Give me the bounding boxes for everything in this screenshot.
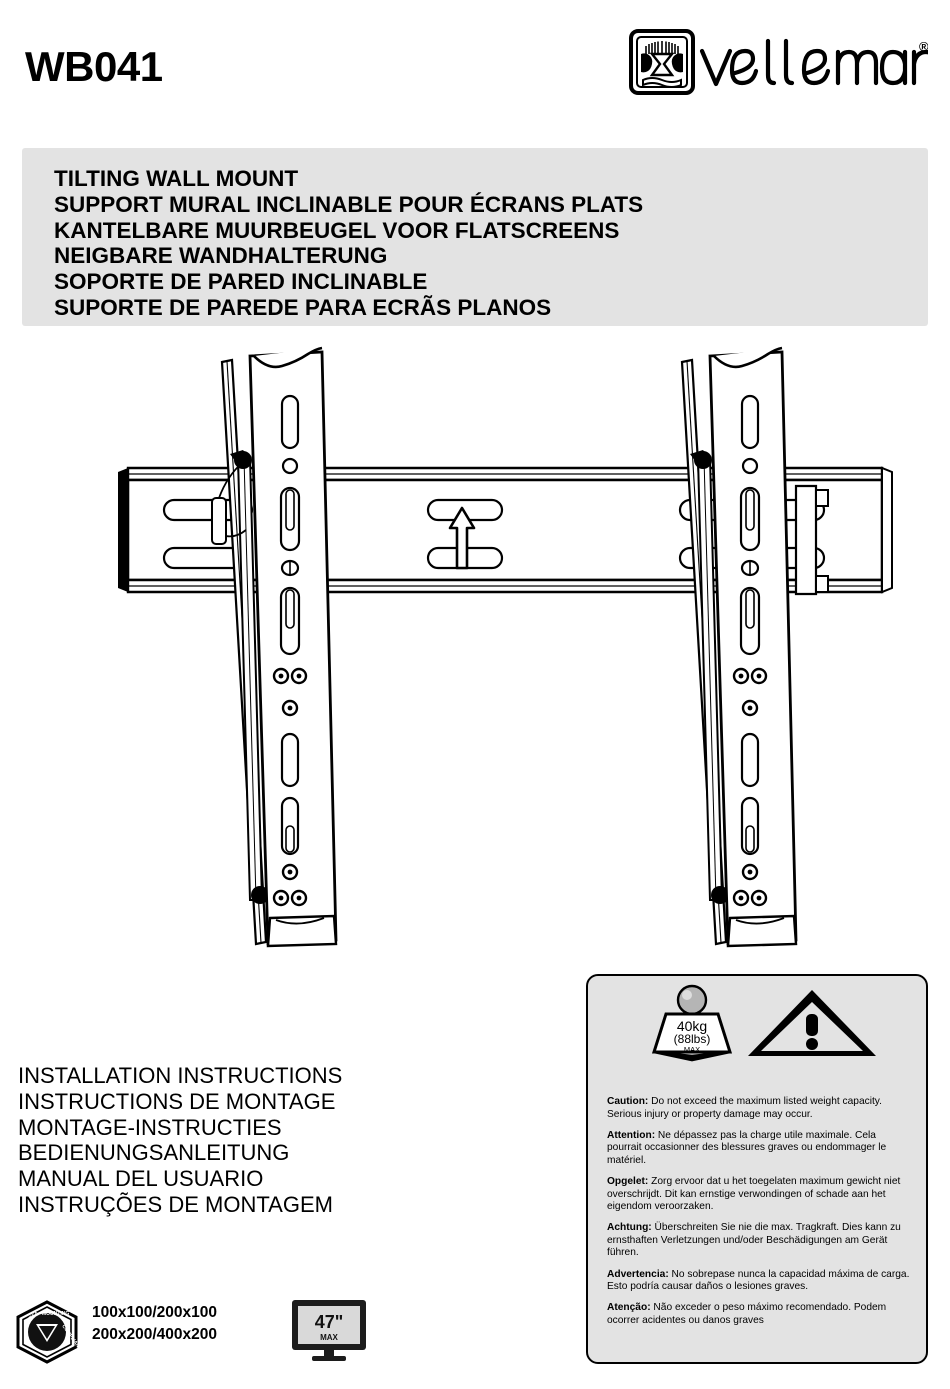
caution-icons: 40kg (88lbs) MAX	[634, 984, 884, 1068]
tv-size-value: 47"	[315, 1312, 344, 1332]
caution-body-pt: Não exceder o peso máximo recomendado. P…	[607, 1302, 887, 1326]
weight-value: 40kg	[677, 1018, 707, 1034]
weight-block-icon: 40kg (88lbs) MAX	[651, 984, 733, 1062]
weight-value-imperial: (88lbs)	[674, 1032, 711, 1046]
warning-triangle-icon	[748, 990, 876, 1056]
vesa-mounting-compliant-icon: VESA MOUNTING COMPLIANT	[14, 1300, 82, 1364]
product-name-en: TILTING WALL MOUNT	[54, 166, 299, 191]
weight-qualifier: MAX	[684, 1045, 700, 1054]
caution-label-nl: Opgelet:	[607, 1175, 649, 1187]
instructions-pt: INSTRUÇÕES DE MONTAGEM	[18, 1191, 333, 1217]
instructions-de: BEDIENUNGSANLEITUNG	[18, 1140, 290, 1166]
velleman-emblem-icon: ®	[629, 29, 938, 95]
caution-block-pt: Atenção: Não exceder o peso máximo recom…	[607, 1302, 913, 1327]
svg-text:MOUNTING: MOUNTING	[42, 1311, 69, 1317]
page-title: WB041	[25, 43, 163, 90]
product-name-es: SOPORTE DE PARED INCLINABLE	[54, 269, 428, 295]
vesa-size-line-2: 200x200/400x200	[92, 1326, 217, 1343]
instructions-en: INSTALLATION INSTRUCTIONS	[18, 1063, 343, 1088]
caution-block-nl: Opgelet: Zorg ervoor dat u het toegelate…	[607, 1176, 913, 1214]
caution-text: Caution: Do not exceed the maximum liste…	[607, 1096, 913, 1336]
caution-label-pt: Atenção:	[607, 1302, 651, 1314]
tv-bracket-right	[680, 346, 798, 948]
caution-block-es: Advertencia: No sobrepase nunca la capac…	[607, 1269, 913, 1294]
up-arrow-icon	[448, 506, 476, 570]
product-name-pt: SUPORTE DE PAREDE PARA ECRÃS PLANOS	[54, 294, 552, 320]
instructions-nl: MONTAGE-INSTRUCTIES	[18, 1114, 282, 1140]
instructions-es: MANUAL DEL USUARIO	[18, 1166, 264, 1192]
caution-label-es: Advertencia:	[607, 1268, 669, 1280]
caution-body-es: No sobrepase nunca la capacidad máxima d…	[607, 1268, 910, 1293]
product-illustration	[110, 340, 900, 980]
caution-panel: 40kg (88lbs) MAX Caution: Do not exceed …	[586, 974, 928, 1364]
caution-body-de: Überschreiten Sie nie die max. Tragkraft…	[607, 1222, 901, 1259]
caution-block-en: Caution: Do not exceed the maximum liste…	[607, 1096, 913, 1121]
product-name-fr: SUPPORT MURAL INCLINABLE POUR ÉCRANS PLA…	[54, 191, 644, 217]
caution-label-de: Achtung:	[607, 1222, 652, 1234]
instructions-list: INSTALLATION INSTRUCTIONS INSTRUCTIONS D…	[18, 1063, 418, 1218]
product-name-panel: TILTING WALL MOUNT SUPPORT MURAL INCLINA…	[22, 148, 928, 326]
caution-body-en: Do not exceed the maximum listed weight …	[607, 1096, 882, 1120]
page-header: WB041	[0, 0, 950, 120]
caution-label-en: Caution:	[607, 1096, 649, 1107]
tv-bracket-left	[211, 346, 338, 948]
tilting-wall-mount-line-drawing	[118, 346, 893, 948]
velleman-logo: ®	[628, 27, 938, 95]
caution-label-fr: Attention:	[607, 1129, 656, 1141]
spec-row: VESA MOUNTING COMPLIANT 100x100/200x100 …	[14, 1296, 394, 1376]
caution-block-fr: Attention: Ne dépassez pas la charge uti…	[607, 1130, 913, 1168]
product-name-de: NEIGBARE WANDHALTERUNG	[54, 243, 388, 269]
registered-mark: ®	[919, 39, 928, 54]
tv-size-qualifier: MAX	[320, 1333, 338, 1342]
product-name-nl: KANTELBARE MUURBEUGEL VOOR FLATSCREENS	[54, 217, 620, 243]
caution-body-fr: Ne dépassez pas la charge utile maximale…	[607, 1129, 887, 1166]
caution-block-de: Achtung: Überschreiten Sie nie die max. …	[607, 1222, 913, 1260]
television-icon: 47" MAX	[286, 1298, 378, 1366]
instructions-fr: INSTRUCTIONS DE MONTAGE	[18, 1088, 336, 1114]
vesa-size-line-1: 100x100/200x100	[92, 1304, 217, 1321]
caution-body-nl: Zorg ervoor dat u het toegelaten maximum…	[607, 1175, 901, 1213]
vesa-sizes: 100x100/200x100 200x200/400x200	[92, 1302, 217, 1346]
